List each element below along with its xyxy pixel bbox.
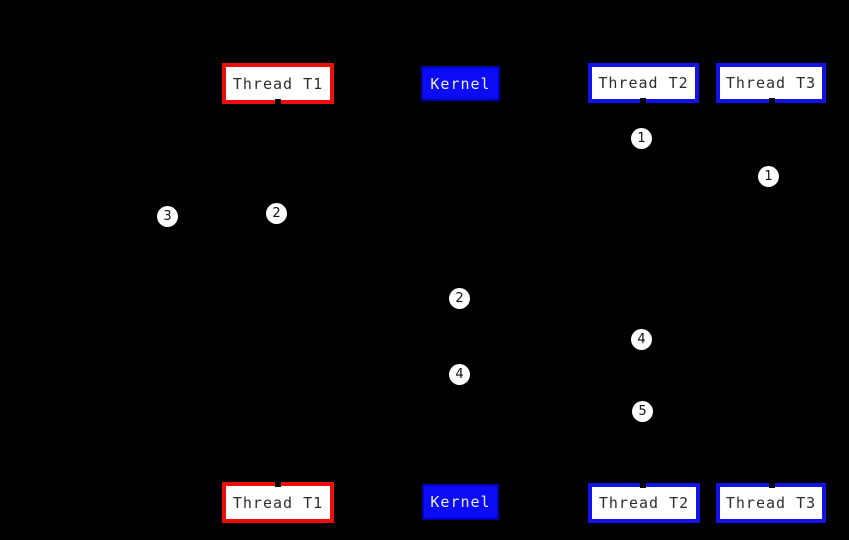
lifeline-notch (769, 98, 775, 104)
thread-t1-box-top: Thread T1 (222, 63, 334, 104)
step-marker-2-kernel: 2 (449, 288, 470, 309)
step-marker-4-thread-t2: 4 (631, 329, 652, 350)
thread-t2-box-top: Thread T2 (588, 63, 699, 103)
step-marker-1-thread-t3: 1 (758, 166, 779, 187)
step-marker-2-thread-t1: 2 (266, 203, 287, 224)
kernel-box-bottom: Kernel (422, 484, 499, 520)
lifeline-notch (275, 99, 281, 105)
step-marker-1-thread-t2: 1 (631, 128, 652, 149)
lifeline-notch (640, 482, 646, 488)
lifeline-notch (275, 481, 281, 487)
lifeline-notch (640, 98, 646, 104)
thread-t1-box-bottom: Thread T1 (222, 482, 334, 523)
step-marker-5-thread-t2: 5 (632, 401, 653, 422)
step-marker-3-left: 3 (157, 206, 178, 227)
thread-t3-box-top: Thread T3 (716, 63, 826, 103)
kernel-box-top: Kernel (421, 66, 500, 101)
step-marker-4-kernel: 4 (449, 364, 470, 385)
lifeline-notch (769, 482, 775, 488)
thread-t2-box-bottom: Thread T2 (588, 483, 700, 523)
thread-t3-box-bottom: Thread T3 (716, 483, 826, 523)
